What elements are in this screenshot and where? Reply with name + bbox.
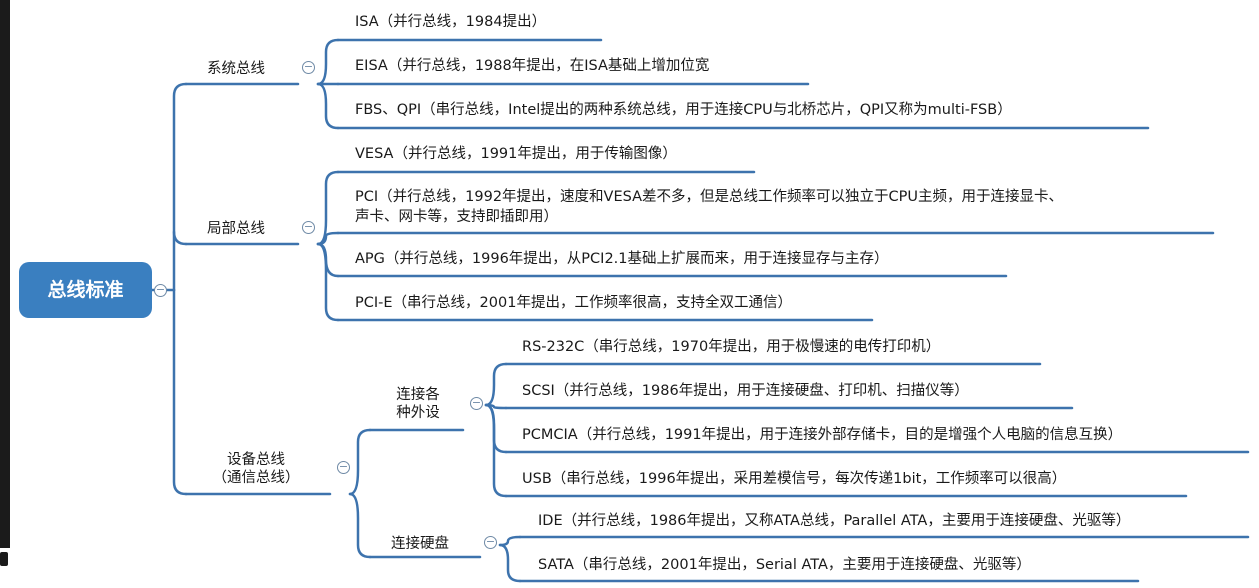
item-connector — [316, 242, 340, 322]
trunk-connector — [172, 230, 188, 246]
item-connector — [498, 535, 522, 547]
leaf-pci-e[interactable]: PCI-E（串行总线，2001年提出，工作频率很高，支持全双工通信） — [355, 295, 792, 311]
item-connector — [484, 403, 508, 498]
branch-label-line: 设备总线 — [227, 452, 285, 468]
item-connector — [498, 543, 522, 583]
subgroup-label-peripherals[interactable]: 连接各 种外设 — [375, 386, 461, 422]
branch-label-local-bus[interactable]: 局部总线 — [207, 221, 265, 237]
minus-circle-icon[interactable]: − — [154, 283, 167, 297]
leaf-scsi[interactable]: SCSI（并行总线，1986年提出，用于连接硬盘、打印机、扫描仪等） — [522, 383, 969, 399]
window-frame-edge — [0, 0, 10, 548]
leaf-pci-line1[interactable]: PCI（并行总线，1992年提出，速度和VESA差不多，但是总线工作频率可以独立… — [355, 189, 1063, 205]
leaf-fbs-qpi[interactable]: FBS、QPI（串行总线，Intel提出的两种系统总线，用于连接CPU与北桥芯片… — [355, 102, 1012, 118]
minus-circle-icon[interactable]: − — [484, 535, 497, 549]
item-connector — [316, 231, 340, 246]
item-connector — [484, 362, 508, 407]
minus-circle-icon[interactable]: − — [302, 60, 315, 74]
leaf-sata[interactable]: SATA（串行总线，2001年提出，Serial ATA，主要用于连接硬盘、光驱… — [538, 557, 1031, 573]
leaf-isa[interactable]: ISA（并行总线，1984提出） — [355, 14, 547, 30]
leaf-rs232c[interactable]: RS-232C（串行总线，1970年提出，用于极慢速的电传打印机） — [522, 339, 941, 355]
window-frame-marker — [0, 552, 8, 566]
item-connector — [316, 242, 340, 278]
subgroup-connector — [348, 492, 372, 559]
leaf-pcmcia[interactable]: PCMCIA（并行总线，1991年提出，用于连接外部存储卡，目的是增强个人电脑的… — [522, 427, 1123, 443]
subgroup-label-line: 种外设 — [396, 405, 440, 421]
trunk-connector — [172, 288, 188, 496]
branch-label-system-bus[interactable]: 系统总线 — [207, 61, 265, 77]
trunk-connector — [172, 82, 188, 292]
leaf-pci-line2[interactable]: 声卡、网卡等，支持即插即用） — [355, 209, 558, 225]
subgroup-label-line: 连接各 — [396, 387, 440, 403]
minus-circle-icon[interactable]: − — [470, 396, 483, 410]
item-connector — [484, 403, 508, 454]
root-node[interactable]: 总线标准 — [19, 262, 152, 318]
leaf-apg[interactable]: APG（并行总线，1996年提出，从PCI2.1基础上扩展而来，用于连接显存与主… — [355, 251, 889, 267]
leaf-eisa[interactable]: EISA（并行总线，1988年提出，在ISA基础上增加位宽 — [355, 58, 710, 74]
minus-circle-icon[interactable]: − — [302, 220, 315, 234]
branch-label-line: （通信总线） — [212, 470, 300, 486]
leaf-ide[interactable]: IDE（并行总线，1986年提出，又称ATA总线，Parallel ATA，主要… — [538, 513, 1131, 529]
leaf-vesa[interactable]: VESA（并行总线，1991年提出，用于传输图像） — [355, 146, 677, 162]
minus-circle-icon[interactable]: − — [337, 460, 350, 474]
item-connector — [316, 170, 340, 246]
leaf-usb[interactable]: USB（串行总线，1996年提出，采用差模信号，每次传递1bit，工作频率可以很… — [522, 471, 1067, 487]
subgroup-connector — [348, 428, 372, 496]
branch-label-device-bus[interactable]: 设备总线 （通信总线） — [196, 451, 316, 487]
subgroup-label-harddisk[interactable]: 连接硬盘 — [391, 536, 449, 552]
item-connector — [316, 38, 340, 86]
item-connector — [316, 82, 340, 130]
